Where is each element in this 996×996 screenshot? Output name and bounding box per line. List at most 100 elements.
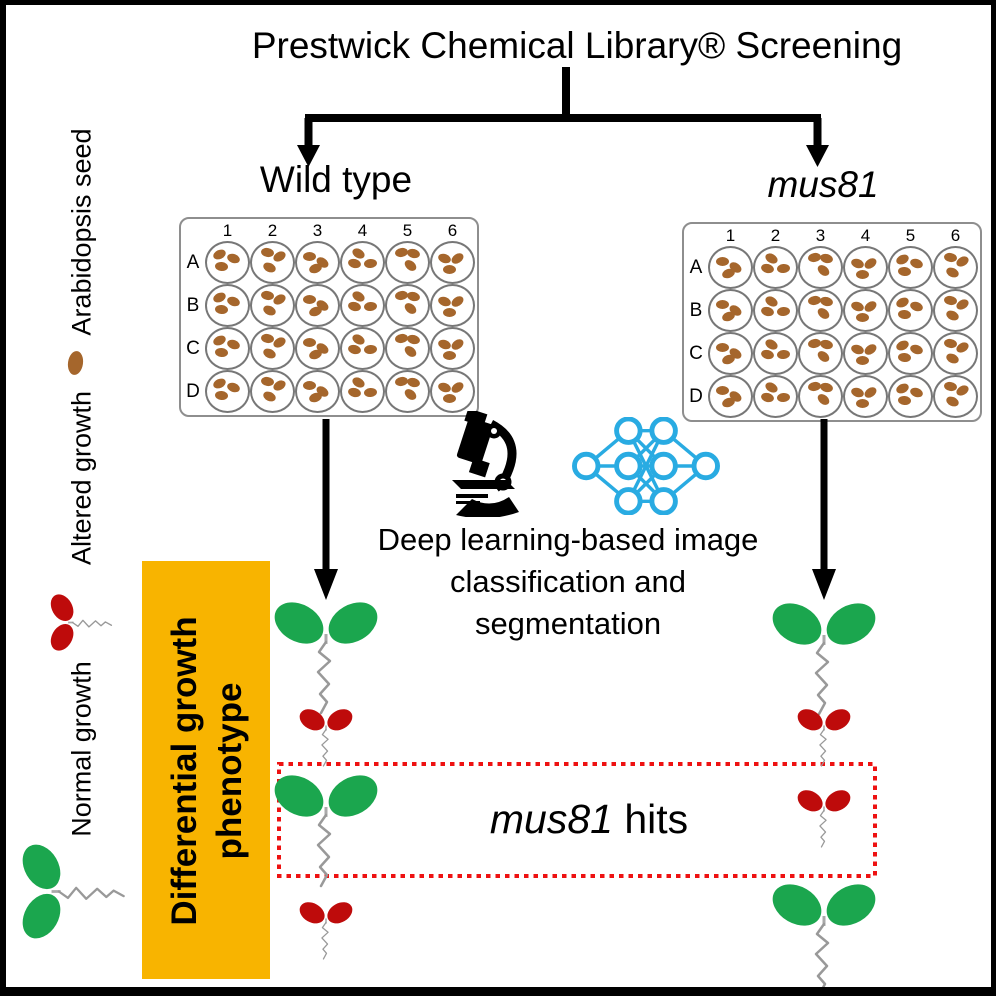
seed-dot (211, 376, 228, 391)
plate-well-A6 (933, 246, 978, 289)
seed-dot (815, 391, 832, 408)
seed-dot (944, 265, 961, 280)
seed-dot (897, 309, 912, 320)
plate-well-C6 (933, 332, 978, 375)
seed-dot (815, 262, 832, 279)
wild-type-label: Wild type (259, 159, 413, 200)
seed-dot (944, 351, 961, 366)
seed-dot (776, 392, 791, 403)
plate-well-B3 (295, 284, 340, 327)
seed-dot (716, 386, 729, 395)
plate-row-label: C (689, 342, 703, 364)
normal-seedling-legend-icon (21, 837, 126, 947)
plate-column-label: 5 (905, 226, 916, 245)
plate-well-A4 (843, 246, 888, 289)
plate-well-A4 (340, 241, 385, 284)
seed-dot (303, 252, 316, 261)
seed-dot (849, 386, 866, 399)
plate-column-label: 4 (357, 221, 368, 240)
seed-dot (720, 267, 737, 280)
seed-dot (862, 256, 879, 271)
plate-well-A6 (430, 241, 475, 284)
pipeline-caption-line3: segmentation (474, 606, 662, 641)
plate-well-B4 (340, 284, 385, 327)
seed-dot (225, 252, 242, 265)
differential-phenotype-label: Differential growth phenotype (162, 616, 252, 925)
plate-well-D3 (295, 370, 340, 413)
normal-seedling-icon (266, 600, 386, 715)
seed-dot (303, 295, 316, 304)
legend-seed-label: Arabidopsis seed (66, 128, 97, 336)
plate-row-label: C (186, 337, 200, 359)
plate-row-label: D (689, 385, 703, 407)
pipeline-caption-line1: Deep learning-based image (377, 522, 759, 557)
differential-line1: Differential growth (165, 616, 204, 926)
seed-dot (347, 257, 362, 270)
plate-well-D4 (340, 370, 385, 413)
seed-dot (443, 308, 456, 317)
seed-dot (716, 257, 729, 266)
plate-row-label: B (186, 294, 200, 316)
seed-dot (214, 347, 229, 358)
plate-well-D3 (798, 375, 843, 418)
plate-well-D1 (708, 375, 753, 418)
seed-dot (862, 299, 879, 314)
arabidopsis-seed-icon (66, 350, 85, 376)
seed-dot (776, 263, 791, 274)
seed-dot (862, 385, 879, 400)
plate-row-label: D (186, 380, 200, 402)
seed-dot (307, 348, 324, 361)
seed-dot (720, 310, 737, 323)
seed-dot (363, 258, 378, 269)
plate-well-D5 (385, 370, 430, 413)
plate-column-label: 6 (447, 221, 458, 240)
plate-well-B1 (205, 284, 250, 327)
pipeline-caption: Deep learning-based image classification… (328, 519, 808, 645)
altered-seedling-icon (793, 708, 855, 767)
seed-dot (347, 343, 362, 356)
seed-dot (363, 387, 378, 398)
microscope-icon (452, 411, 519, 517)
mus81-hits-italic: mus81 (489, 796, 613, 842)
seed-dot (214, 304, 229, 315)
plate-well-B5 (888, 289, 933, 332)
seed-dot (760, 262, 775, 275)
plate-well-D1 (205, 370, 250, 413)
seed-dot (856, 313, 869, 322)
seed-dot (894, 252, 911, 267)
plate-corner (181, 220, 205, 241)
seed-dot (225, 381, 242, 394)
plate-well-B6 (430, 284, 475, 327)
seed-dot (862, 342, 879, 357)
plate-well-A3 (798, 246, 843, 289)
seed-dot (406, 376, 421, 389)
plate-well-D5 (888, 375, 933, 418)
plate-well-B4 (843, 289, 888, 332)
seed-dot (716, 343, 729, 352)
plate-well-A5 (888, 246, 933, 289)
mus81-hits-box (277, 762, 877, 878)
plate-corner (684, 225, 708, 246)
seed-dot (261, 260, 278, 275)
seed-dot (908, 257, 925, 270)
plate-well-B5 (385, 284, 430, 327)
plate-well-C2 (753, 332, 798, 375)
plate-row-label: A (186, 251, 200, 273)
seed-dot (908, 300, 925, 313)
seed-dot (436, 295, 453, 308)
seed-dot (776, 349, 791, 360)
wild-type-down-arrow (314, 419, 338, 600)
plate-well-B2 (753, 289, 798, 332)
seed-dot (347, 386, 362, 399)
seed-dot (908, 343, 925, 356)
plate-well-C3 (295, 327, 340, 370)
plate-column-label: 5 (402, 221, 413, 240)
seed-dot (402, 343, 419, 360)
seed-dot (307, 262, 324, 275)
seed-dot (856, 399, 869, 408)
seed-dot (402, 257, 419, 274)
seed-dot (944, 394, 961, 409)
plate-well-A3 (295, 241, 340, 284)
seed-dot (815, 305, 832, 322)
